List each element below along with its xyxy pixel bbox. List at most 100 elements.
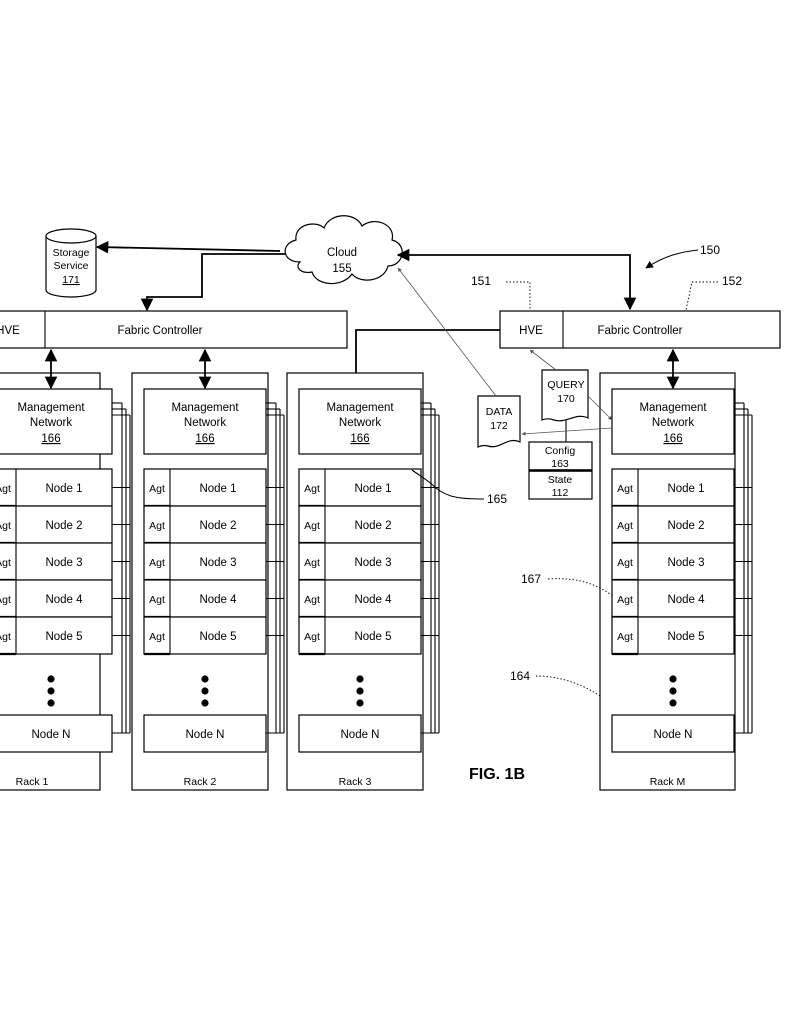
cloud-label: Cloud	[327, 247, 357, 259]
management-network	[298, 388, 422, 455]
ellipsis-dot	[356, 687, 364, 695]
rack-label: Rack 2	[184, 776, 217, 788]
right-controller: HVE Fabric Controller	[499, 310, 781, 349]
ref-151-leader	[506, 281, 531, 310]
query-to-hve-arrow	[529, 349, 557, 371]
query-document: QUERY 170	[541, 369, 589, 422]
ellipsis-dot	[201, 699, 209, 707]
agent-label: Agt	[617, 483, 633, 495]
agent-label: Agt	[0, 594, 11, 606]
node-n-label: Node N	[341, 729, 380, 741]
node-box	[298, 579, 422, 618]
node-label: Node 1	[354, 483, 391, 495]
node-box	[143, 616, 267, 655]
node-box	[143, 468, 267, 507]
left-controller: HVE Fabric Controller	[0, 310, 348, 349]
node-n-label: Node N	[654, 729, 693, 741]
node-label: Node 3	[667, 557, 704, 569]
management-network-label-1: Management	[326, 402, 394, 414]
node-row: Agt Node 1	[143, 468, 284, 508]
data-to-cloud-arrow	[397, 267, 497, 397]
management-network-label-2: Network	[30, 417, 72, 429]
management-network-number: 166	[663, 433, 682, 445]
node-box	[298, 542, 422, 581]
state-number: 112	[552, 487, 569, 499]
config-state-stack: Config 163 State 112	[528, 441, 593, 500]
agent-label: Agt	[617, 631, 633, 643]
management-network-label-1: Management	[17, 402, 85, 414]
node-label: Node 4	[199, 594, 237, 606]
agent-label: Agt	[617, 520, 633, 532]
management-network-number: 166	[195, 433, 214, 445]
agent-label: Agt	[617, 594, 633, 606]
storage-number: 171	[62, 274, 80, 286]
agent-label: Agt	[304, 483, 320, 495]
node-label: Node 5	[199, 631, 236, 643]
node-row: Agt Node 1	[611, 468, 752, 508]
node-label: Node 5	[45, 631, 82, 643]
agent-label: Agt	[304, 594, 320, 606]
storage-cloud-link	[95, 240, 281, 254]
node-n-label: Node N	[32, 729, 71, 741]
node-box	[611, 616, 735, 655]
data-document: DATA 172	[477, 395, 521, 448]
agent-label: Agt	[304, 631, 320, 643]
agent-label: Agt	[149, 483, 165, 495]
ref-150-leader	[645, 249, 699, 269]
node-label: Node 2	[45, 520, 82, 532]
right-hve-label: HVE	[519, 325, 543, 337]
ref-165: 165	[487, 492, 507, 506]
node-row: Agt Node 4	[611, 579, 752, 619]
ellipsis-dot	[669, 687, 677, 695]
agent-label: Agt	[0, 483, 11, 495]
agent-label: Agt	[0, 631, 11, 643]
node-label: Node 5	[354, 631, 391, 643]
node-box	[143, 505, 267, 544]
node-box	[0, 616, 113, 655]
ellipsis-dot	[47, 699, 55, 707]
node-label: Node 1	[199, 483, 236, 495]
config-label: Config	[545, 445, 576, 457]
management-network	[611, 388, 735, 455]
ref-167: 167	[521, 572, 541, 586]
left-fabric-controller-label: Fabric Controller	[118, 325, 203, 337]
rack-label: Rack 3	[339, 776, 372, 788]
node-label: Node 5	[667, 631, 704, 643]
agent-label: Agt	[617, 557, 633, 569]
node-label: Node 1	[667, 483, 704, 495]
agent-label: Agt	[149, 520, 165, 532]
node-row: Agt Node 5	[611, 616, 752, 656]
ref-151: 151	[471, 274, 491, 288]
query-label: QUERY	[547, 379, 584, 391]
ref-150: 150	[700, 243, 720, 257]
rack-label: Rack M	[650, 776, 686, 788]
node-label: Node 4	[667, 594, 705, 606]
node-box	[298, 505, 422, 544]
node-n-box	[0, 714, 113, 753]
ellipsis-dot	[669, 699, 677, 707]
figure-label: FIG. 1B	[469, 766, 525, 783]
node-box	[143, 542, 267, 581]
ref-165-leader	[411, 469, 485, 500]
node-label: Node 3	[354, 557, 391, 569]
node-label: Node 2	[667, 520, 704, 532]
storage-label-1: Storage	[53, 247, 90, 259]
query-number: 170	[557, 393, 575, 405]
management-network	[0, 388, 113, 455]
config-number: 163	[551, 458, 569, 470]
node-box	[611, 505, 735, 544]
agent-label: Agt	[149, 557, 165, 569]
ellipsis-dot	[669, 675, 677, 683]
